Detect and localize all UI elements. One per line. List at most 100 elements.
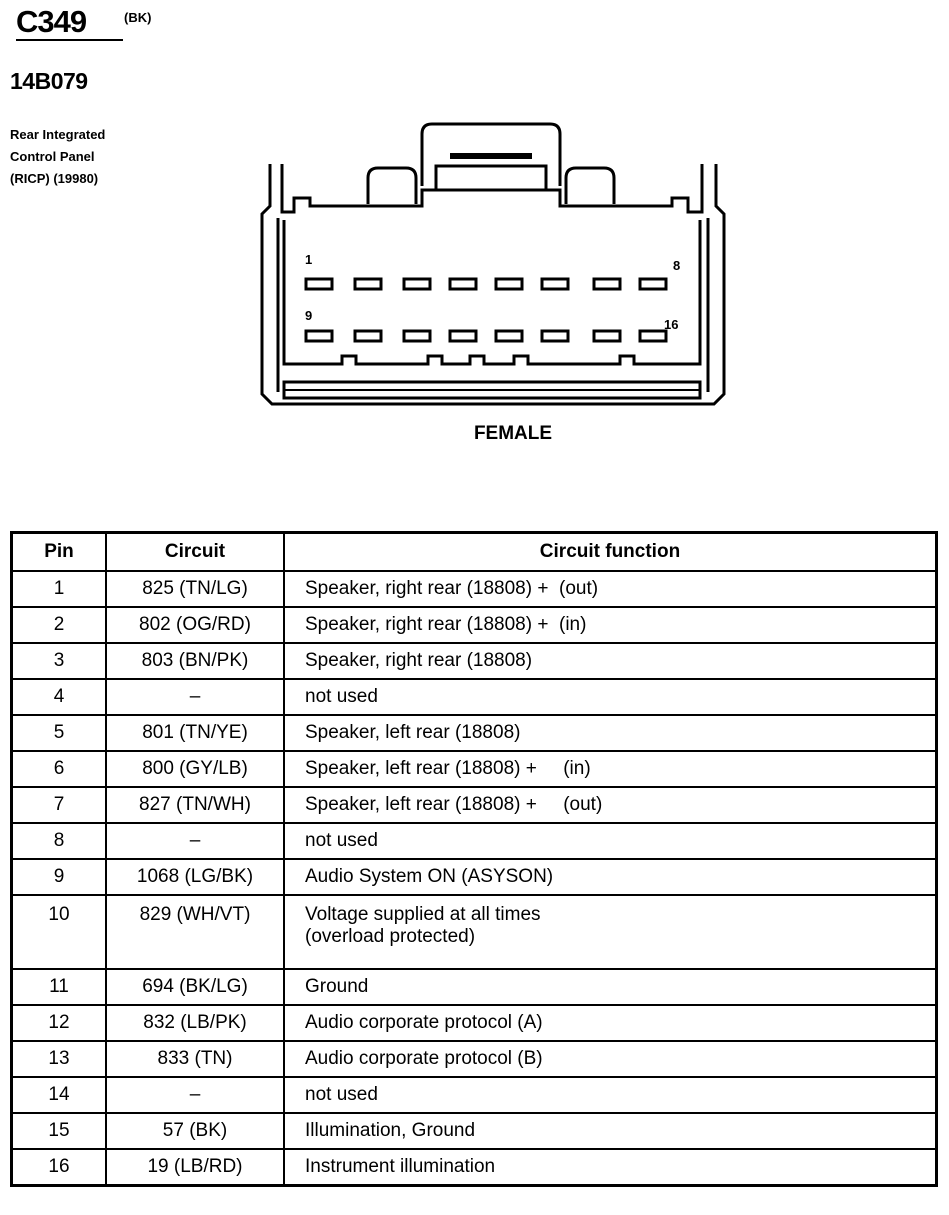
connector-bump-right <box>564 166 616 204</box>
circuit-function: not used <box>283 822 938 860</box>
circuit-function: Audio corporate protocol (A) <box>283 1004 938 1042</box>
pin-cavity-14 <box>540 329 570 343</box>
pin-number: 14 <box>10 1076 107 1114</box>
pin-number: 12 <box>10 1004 107 1042</box>
cavity-label-1: 1 <box>305 252 312 267</box>
pin-cavities <box>304 277 668 343</box>
connector-latch <box>420 122 562 186</box>
circuit-function-line-2: (overload protected) <box>305 926 476 947</box>
pin-cavity-12 <box>448 329 478 343</box>
header-function: Circuit function <box>283 531 938 572</box>
circuit-code: 694 (BK/LG) <box>105 968 285 1006</box>
pin-cavity-13 <box>494 329 524 343</box>
connector-face-diagram: 1 8 9 16 <box>260 122 726 406</box>
connector-id: C349 <box>16 4 87 39</box>
circuit-code: 827 (TN/WH) <box>105 786 285 824</box>
circuit-function: not used <box>283 1076 938 1114</box>
component-description-line-3: (RICP) (19980) <box>10 171 99 186</box>
pin-number: 2 <box>10 606 107 644</box>
pin-cavity-9 <box>304 329 334 343</box>
pin-number: 13 <box>10 1040 107 1078</box>
circuit-function: Audio System ON (ASYSON) <box>283 858 938 896</box>
pin-number: 9 <box>10 858 107 896</box>
connector-latch-inner <box>434 164 548 190</box>
pin-number: 6 <box>10 750 107 788</box>
view-label: FEMALE <box>473 423 553 444</box>
circuit-code: – <box>105 678 285 716</box>
pin-number: 10 <box>10 894 107 970</box>
pin-number: 3 <box>10 642 107 680</box>
pin-cavity-10 <box>353 329 383 343</box>
circuit-code: 829 (WH/VT) <box>105 894 285 970</box>
pin-number: 11 <box>10 968 107 1006</box>
circuit-code: 1068 (LG/BK) <box>105 858 285 896</box>
circuit-code: – <box>105 822 285 860</box>
circuit-code: 57 (BK) <box>105 1112 285 1150</box>
circuit-function: Speaker, left rear (18808) <box>283 714 938 752</box>
circuit-function: Ground <box>283 968 938 1006</box>
circuit-code: 825 (TN/LG) <box>105 570 285 608</box>
component-description-line-1: Rear Integrated <box>10 127 106 142</box>
circuit-code: 800 (GY/LB) <box>105 750 285 788</box>
pin-cavity-5 <box>494 277 524 291</box>
circuit-function: Speaker, right rear (18808) <box>283 642 938 680</box>
pin-number: 8 <box>10 822 107 860</box>
circuit-function: Speaker, right rear (18808) + (out) <box>283 570 938 608</box>
pin-number: 16 <box>10 1148 107 1187</box>
table-row: 14–not used <box>10 1076 938 1114</box>
pin-cavity-11 <box>402 329 432 343</box>
circuit-function: Voltage supplied at all times(overload p… <box>283 894 938 970</box>
component-description: Rear Integrated Control Panel (RICP) (19… <box>10 124 105 190</box>
connector-id-underline <box>16 39 123 41</box>
circuit-function: Instrument illumination <box>283 1148 938 1187</box>
circuit-code: 801 (TN/YE) <box>105 714 285 752</box>
cavity-label-8: 8 <box>673 258 680 273</box>
pin-cavity-3 <box>402 277 432 291</box>
connector-cavity-face <box>282 220 702 366</box>
pin-cavity-2 <box>353 277 383 291</box>
header-pin: Pin <box>10 531 107 572</box>
circuit-function: Speaker, left rear (18808) + (in) <box>283 750 938 788</box>
pin-cavity-16 <box>638 329 668 343</box>
circuit-function: not used <box>283 678 938 716</box>
circuit-function: Illumination, Ground <box>283 1112 938 1150</box>
pin-cavity-15 <box>592 329 622 343</box>
circuit-code: – <box>105 1076 285 1114</box>
part-number: 14B079 <box>10 68 88 94</box>
header-circuit: Circuit <box>105 531 285 572</box>
circuit-code: 803 (BN/PK) <box>105 642 285 680</box>
circuit-code: 802 (OG/RD) <box>105 606 285 644</box>
table-row: 4–not used <box>10 678 938 716</box>
circuit-code: 19 (LB/RD) <box>105 1148 285 1187</box>
pin-number: 4 <box>10 678 107 716</box>
pin-cavity-1 <box>304 277 334 291</box>
circuit-function: Speaker, right rear (18808) + (in) <box>283 606 938 644</box>
pin-number: 15 <box>10 1112 107 1150</box>
connector-color: (BK) <box>124 10 152 25</box>
cavity-label-16: 16 <box>664 317 678 332</box>
pin-cavity-8 <box>638 277 668 291</box>
pin-number: 5 <box>10 714 107 752</box>
connector-bump-left <box>366 166 418 204</box>
circuit-code: 832 (LB/PK) <box>105 1004 285 1042</box>
pin-number: 7 <box>10 786 107 824</box>
pin-cavity-4 <box>448 277 478 291</box>
table-header-row: Pin Circuit Circuit function <box>10 531 938 572</box>
table-row: 8–not used <box>10 822 938 860</box>
component-description-line-2: Control Panel <box>10 149 95 164</box>
circuit-function-line-1: Voltage supplied at all times <box>305 904 541 925</box>
circuit-function: Audio corporate protocol (B) <box>283 1040 938 1078</box>
pin-cavity-7 <box>592 277 622 291</box>
